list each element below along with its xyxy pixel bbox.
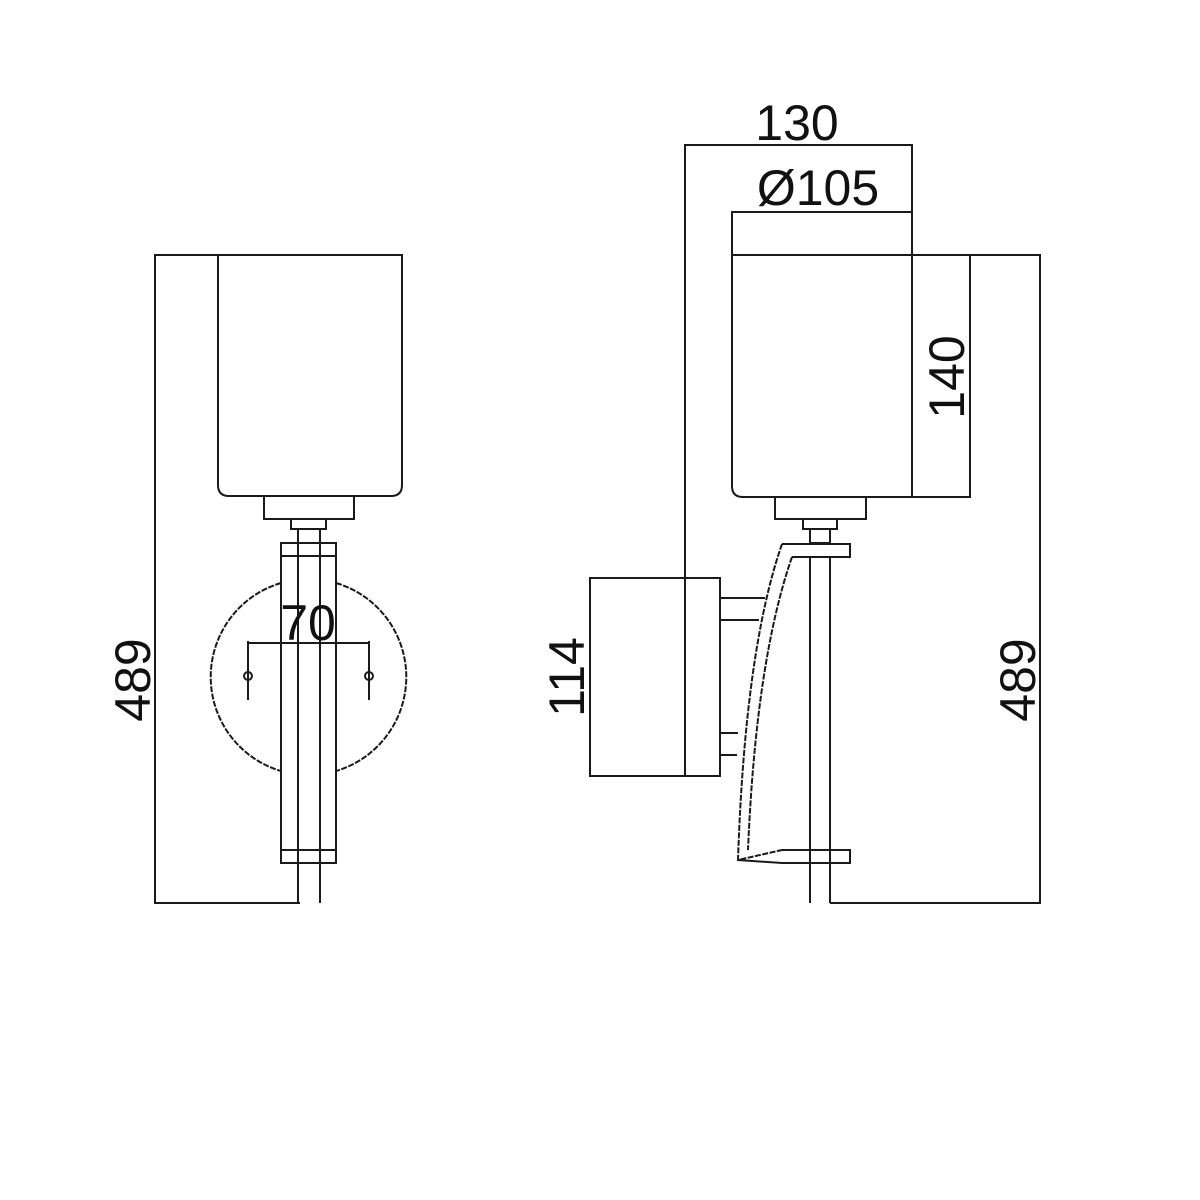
dim-130-label: 130 bbox=[755, 95, 838, 151]
dim-105-label: Ø105 bbox=[757, 160, 879, 216]
dim-140-label: 140 bbox=[919, 335, 975, 418]
side-arm-top bbox=[782, 543, 851, 558]
side-shade bbox=[731, 254, 913, 498]
front-shade bbox=[217, 254, 403, 497]
side-neck bbox=[809, 528, 831, 544]
mount-hole-icon bbox=[364, 671, 374, 681]
dim-489-front-label: 489 bbox=[105, 638, 161, 721]
side-arm-bottom bbox=[737, 849, 851, 864]
dim-114-label: 114 bbox=[539, 637, 595, 717]
front-neck bbox=[297, 528, 321, 544]
side-arm-inner bbox=[747, 556, 793, 851]
dim-130-line bbox=[684, 144, 913, 776]
dim-489-side-label: 489 bbox=[990, 638, 1046, 721]
dim-489-side-line bbox=[830, 254, 1041, 904]
front-view: 70 489 bbox=[105, 254, 408, 904]
front-top-bracket bbox=[280, 542, 337, 557]
front-backplate-right bbox=[335, 582, 408, 772]
dim-140-line bbox=[912, 254, 971, 498]
dim-105-line bbox=[731, 211, 912, 255]
side-view: 130 Ø105 140 114 489 bbox=[539, 95, 1046, 904]
front-backplate bbox=[209, 582, 282, 772]
side-arm-outer bbox=[736, 543, 783, 862]
front-bottom-bracket bbox=[280, 849, 337, 864]
side-socket bbox=[802, 518, 838, 530]
dim-489-front-line bbox=[154, 254, 300, 904]
dim-70-label: 70 bbox=[280, 595, 336, 651]
side-cap bbox=[774, 496, 867, 520]
side-backplate bbox=[589, 577, 721, 777]
front-socket bbox=[290, 518, 327, 530]
mount-hole-icon bbox=[243, 671, 253, 681]
front-cap bbox=[263, 495, 355, 520]
